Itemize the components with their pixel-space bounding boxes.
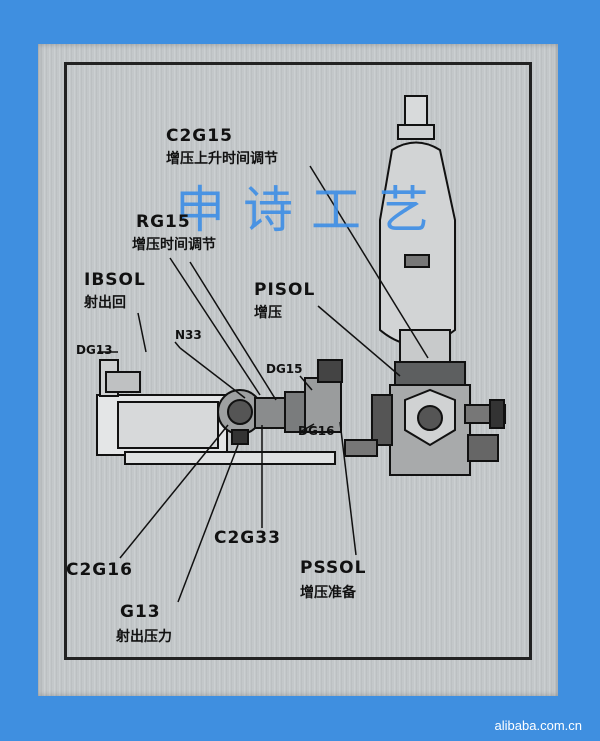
metal-plate — [38, 44, 558, 696]
watermark: 申诗工艺 — [175, 181, 447, 239]
label-pssol-zh: 增压准备 — [300, 585, 356, 601]
label-pssol: PSSOL — [300, 558, 367, 578]
label-rg15-zh: 增压时间调节 — [132, 237, 216, 253]
label-ibsol: IBSOL — [84, 270, 146, 290]
label-dg16: DG16 — [298, 424, 335, 438]
label-n33: N33 — [175, 328, 202, 342]
label-pisol: PISOL — [254, 280, 316, 300]
plate-border — [64, 62, 532, 660]
footer-source: alibaba.com.cn — [494, 718, 582, 733]
label-c2g16: C2G16 — [66, 560, 133, 580]
accumulator-body — [379, 141, 456, 346]
label-ibsol-zh: 射出回 — [84, 295, 126, 311]
label-c2g33: C2G33 — [214, 528, 281, 548]
label-g13: G13 — [120, 602, 161, 622]
label-dg13: DG13 — [76, 343, 113, 357]
label-g13-zh: 射出压力 — [116, 629, 172, 645]
label-c2g15-zh: 增压上升时间调节 — [166, 151, 278, 167]
label-dg15: DG15 — [266, 362, 303, 376]
accumulator-top — [404, 95, 428, 129]
label-rg15: RG15 — [136, 212, 191, 232]
label-pisol-zh: 增压 — [254, 305, 282, 321]
label-c2g15: C2G15 — [166, 126, 233, 146]
